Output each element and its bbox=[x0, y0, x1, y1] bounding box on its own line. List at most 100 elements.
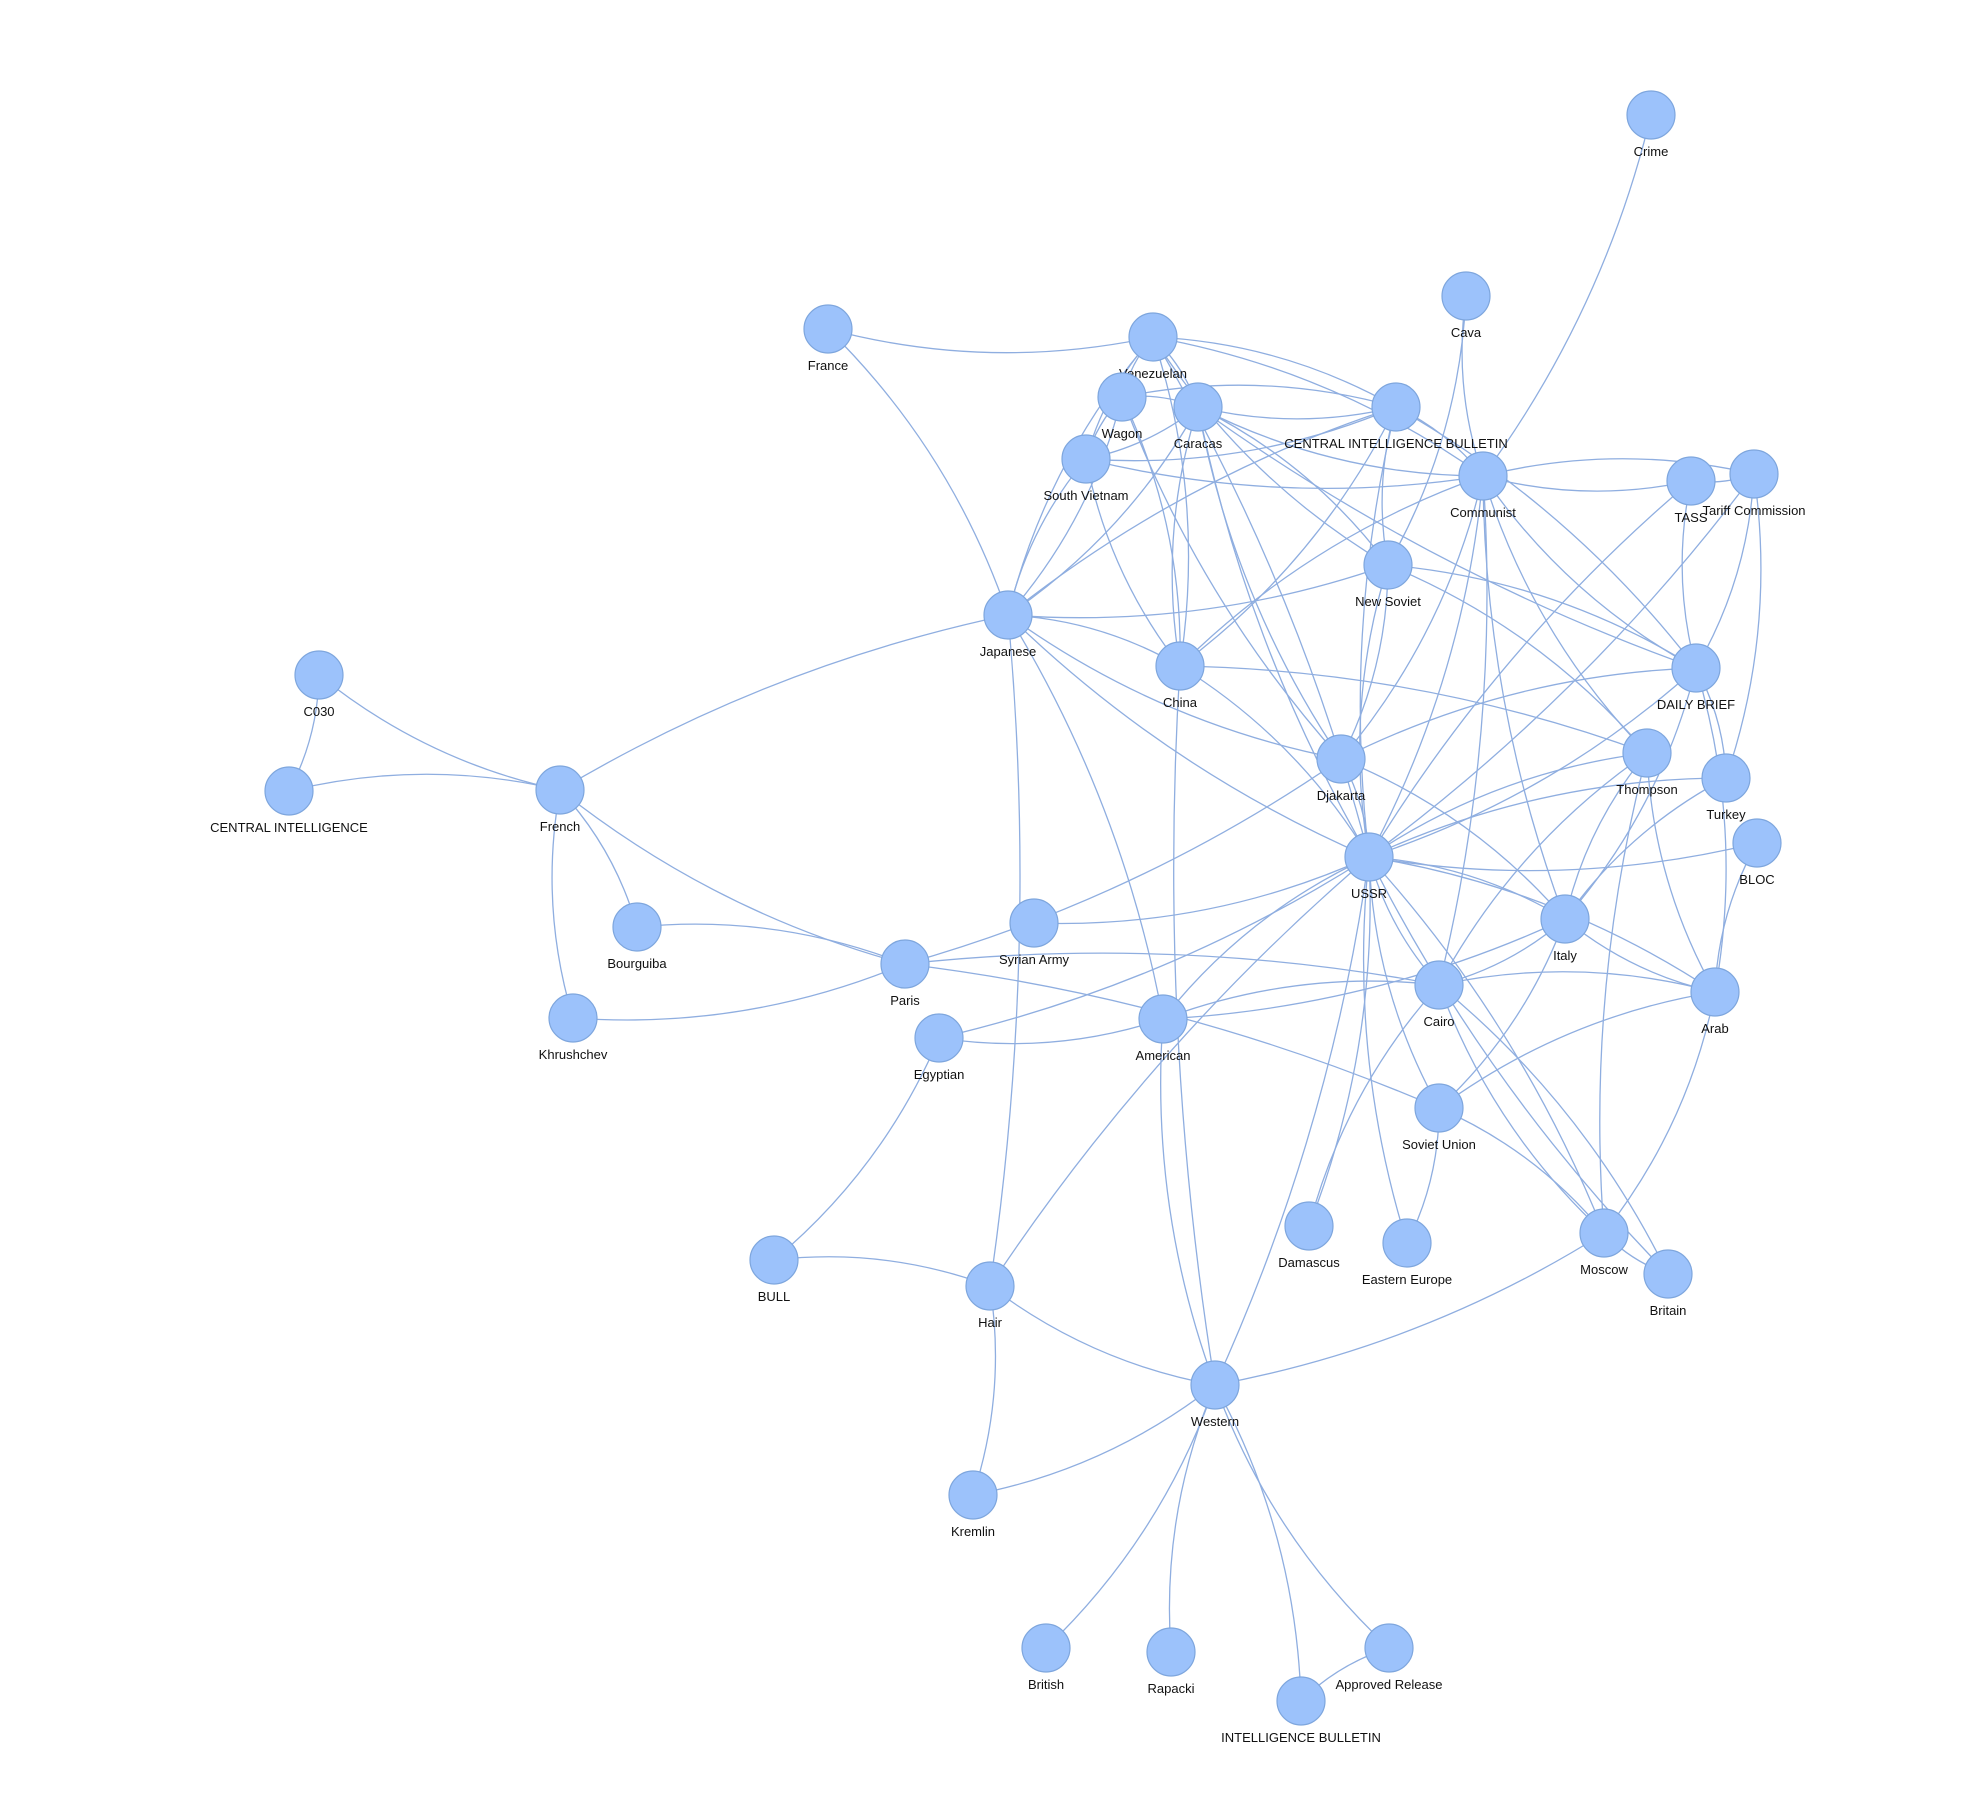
node-intel-bulletin-circle[interactable] bbox=[1276, 1676, 1326, 1726]
node-italy[interactable]: Italy bbox=[1540, 894, 1590, 963]
node-bloc[interactable]: BLOC bbox=[1732, 818, 1782, 887]
node-central-intel[interactable]: CENTRAL INTELLIGENCE bbox=[210, 766, 368, 835]
node-thompson[interactable]: Thompson bbox=[1616, 728, 1678, 797]
node-eastern-europe-circle[interactable] bbox=[1382, 1218, 1432, 1268]
node-bull-circle[interactable] bbox=[749, 1235, 799, 1285]
node-crime[interactable]: Crime bbox=[1626, 90, 1676, 159]
node-hair-circle[interactable] bbox=[965, 1261, 1015, 1311]
node-italy-circle[interactable] bbox=[1540, 894, 1590, 944]
edge-djakarta-communist bbox=[1340, 475, 1484, 760]
node-approved-release-circle[interactable] bbox=[1364, 1623, 1414, 1673]
edge-soviet-union-italy bbox=[1438, 918, 1566, 1109]
node-djakarta-circle[interactable] bbox=[1316, 734, 1366, 784]
node-cava[interactable]: Cava bbox=[1441, 271, 1491, 340]
node-bourguiba[interactable]: Bourguiba bbox=[607, 902, 667, 971]
node-american-circle[interactable] bbox=[1138, 994, 1188, 1044]
node-kremlin[interactable]: Kremlin bbox=[948, 1470, 998, 1539]
node-cairo[interactable]: Cairo bbox=[1414, 960, 1464, 1029]
node-bull[interactable]: BULL bbox=[749, 1235, 799, 1304]
node-french[interactable]: French bbox=[535, 765, 585, 834]
node-damascus[interactable]: Damascus bbox=[1278, 1201, 1340, 1270]
node-american[interactable]: American bbox=[1136, 994, 1191, 1063]
node-china[interactable]: China bbox=[1155, 641, 1205, 710]
edge-american-ussr bbox=[1162, 856, 1370, 1020]
node-communist-circle[interactable] bbox=[1458, 451, 1508, 501]
node-venezuelan[interactable]: Venezuelan bbox=[1119, 312, 1187, 381]
node-approved-release[interactable]: Approved Release bbox=[1336, 1623, 1443, 1692]
node-paris-circle[interactable] bbox=[880, 939, 930, 989]
node-tass-circle[interactable] bbox=[1666, 456, 1716, 506]
node-rapacki-circle[interactable] bbox=[1146, 1627, 1196, 1677]
node-damascus-circle[interactable] bbox=[1284, 1201, 1334, 1251]
node-daily-brief[interactable]: DAILY BRIEF bbox=[1657, 643, 1735, 712]
node-british[interactable]: British bbox=[1021, 1623, 1071, 1692]
node-turkey[interactable]: Turkey bbox=[1701, 753, 1751, 822]
node-crime-label: Crime bbox=[1634, 144, 1669, 159]
node-japanese[interactable]: Japanese bbox=[980, 590, 1036, 659]
node-approved-release-label: Approved Release bbox=[1336, 1677, 1443, 1692]
node-egyptian-circle[interactable] bbox=[914, 1013, 964, 1063]
node-cib-circle[interactable] bbox=[1371, 382, 1421, 432]
node-hair[interactable]: Hair bbox=[965, 1261, 1015, 1330]
node-c030-circle[interactable] bbox=[294, 650, 344, 700]
node-thompson-circle[interactable] bbox=[1622, 728, 1672, 778]
node-arab-circle[interactable] bbox=[1690, 967, 1740, 1017]
node-tass[interactable]: TASS bbox=[1666, 456, 1716, 525]
node-new-soviet[interactable]: New Soviet bbox=[1355, 540, 1421, 609]
node-wagon[interactable]: Wagon bbox=[1097, 372, 1147, 441]
node-wagon-circle[interactable] bbox=[1097, 372, 1147, 422]
node-china-circle[interactable] bbox=[1155, 641, 1205, 691]
node-crime-circle[interactable] bbox=[1626, 90, 1676, 140]
node-south-vietnam[interactable]: South Vietnam bbox=[1043, 434, 1129, 503]
node-moscow[interactable]: Moscow bbox=[1579, 1208, 1629, 1277]
edge-ussr-damascus bbox=[1308, 856, 1371, 1227]
node-western-circle[interactable] bbox=[1190, 1360, 1240, 1410]
node-caracas-circle[interactable] bbox=[1173, 382, 1223, 432]
node-eastern-europe[interactable]: Eastern Europe bbox=[1362, 1218, 1452, 1287]
node-central-intel-circle[interactable] bbox=[264, 766, 314, 816]
node-western[interactable]: Western bbox=[1190, 1360, 1240, 1429]
node-tariff[interactable]: Tariff Commission bbox=[1702, 449, 1806, 518]
node-egyptian[interactable]: Egyptian bbox=[914, 1013, 965, 1082]
node-cairo-circle[interactable] bbox=[1414, 960, 1464, 1010]
node-ussr-circle[interactable] bbox=[1344, 832, 1394, 882]
node-khrushchev-circle[interactable] bbox=[548, 993, 598, 1043]
node-cava-circle[interactable] bbox=[1441, 271, 1491, 321]
edge-china-communist bbox=[1179, 475, 1484, 667]
node-south-vietnam-circle[interactable] bbox=[1061, 434, 1111, 484]
node-syrian-army[interactable]: Syrian Army bbox=[999, 898, 1070, 967]
node-caracas-label: Caracas bbox=[1174, 436, 1223, 451]
node-intel-bulletin[interactable]: INTELLIGENCE BULLETIN bbox=[1221, 1676, 1381, 1745]
node-kremlin-circle[interactable] bbox=[948, 1470, 998, 1520]
node-turkey-circle[interactable] bbox=[1701, 753, 1751, 803]
node-french-circle[interactable] bbox=[535, 765, 585, 815]
node-britain-circle[interactable] bbox=[1643, 1249, 1693, 1299]
node-cib[interactable]: CENTRAL INTELLIGENCE BULLETIN bbox=[1284, 382, 1508, 451]
node-khrushchev[interactable]: Khrushchev bbox=[539, 993, 608, 1062]
node-soviet-union-circle[interactable] bbox=[1414, 1083, 1464, 1133]
node-ussr[interactable]: USSR bbox=[1344, 832, 1394, 901]
node-moscow-circle[interactable] bbox=[1579, 1208, 1629, 1258]
node-communist[interactable]: Communist bbox=[1450, 451, 1516, 520]
node-bloc-circle[interactable] bbox=[1732, 818, 1782, 868]
node-soviet-union[interactable]: Soviet Union bbox=[1402, 1083, 1476, 1152]
node-caracas[interactable]: Caracas bbox=[1173, 382, 1223, 451]
node-britain[interactable]: Britain bbox=[1643, 1249, 1693, 1318]
node-djakarta[interactable]: Djakarta bbox=[1316, 734, 1366, 803]
node-japanese-circle[interactable] bbox=[983, 590, 1033, 640]
node-daily-brief-circle[interactable] bbox=[1671, 643, 1721, 693]
node-bourguiba-circle[interactable] bbox=[612, 902, 662, 952]
edge-western-moscow bbox=[1214, 1232, 1605, 1386]
node-france-circle[interactable] bbox=[803, 304, 853, 354]
node-syrian-army-circle[interactable] bbox=[1009, 898, 1059, 948]
node-tariff-circle[interactable] bbox=[1729, 449, 1779, 499]
node-arab[interactable]: Arab bbox=[1690, 967, 1740, 1036]
node-british-circle[interactable] bbox=[1021, 1623, 1071, 1673]
node-paris[interactable]: Paris bbox=[880, 939, 930, 1008]
node-new-soviet-circle[interactable] bbox=[1363, 540, 1413, 590]
node-france[interactable]: France bbox=[803, 304, 853, 373]
node-venezuelan-circle[interactable] bbox=[1128, 312, 1178, 362]
node-rapacki[interactable]: Rapacki bbox=[1146, 1627, 1196, 1696]
node-c030[interactable]: C030 bbox=[294, 650, 344, 719]
